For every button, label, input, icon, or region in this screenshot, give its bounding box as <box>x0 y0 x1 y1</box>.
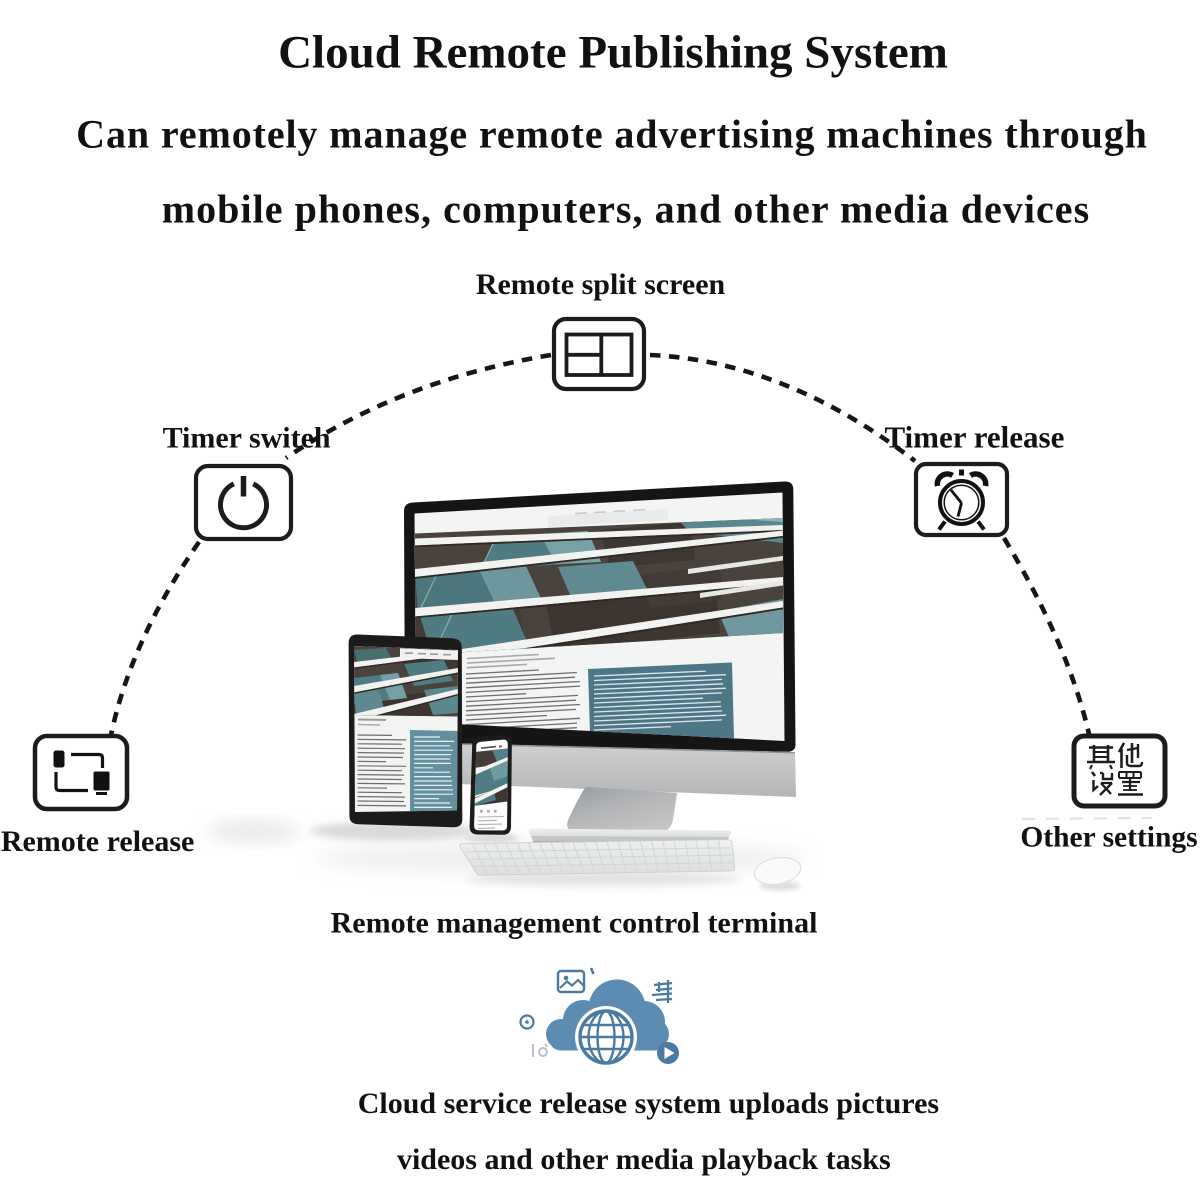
svg-text:Remote split screen: Remote split screen <box>476 268 726 301</box>
svg-text:Cloud Remote Publishing System: Cloud Remote Publishing System <box>278 27 948 79</box>
svg-text:Timer switeh: Timer switeh <box>163 422 331 455</box>
svg-text:videos and other media playbac: videos and other media playback tasks <box>397 1143 891 1176</box>
svg-text:Remote release: Remote release <box>1 825 195 858</box>
svg-text:Can remotely manage remote adv: Can remotely manage remote advertising m… <box>76 112 1148 157</box>
svg-text:Other settings: Other settings <box>1020 822 1197 854</box>
svg-text:Timer release: Timer release <box>884 420 1064 455</box>
svg-text:mobile phones, computers, and: mobile phones, computers, and other medi… <box>162 187 1090 232</box>
svg-text:Cloud service release system u: Cloud service release system uploads pic… <box>358 1087 939 1120</box>
svg-text:Remote management control term: Remote management control terminal <box>331 907 818 940</box>
